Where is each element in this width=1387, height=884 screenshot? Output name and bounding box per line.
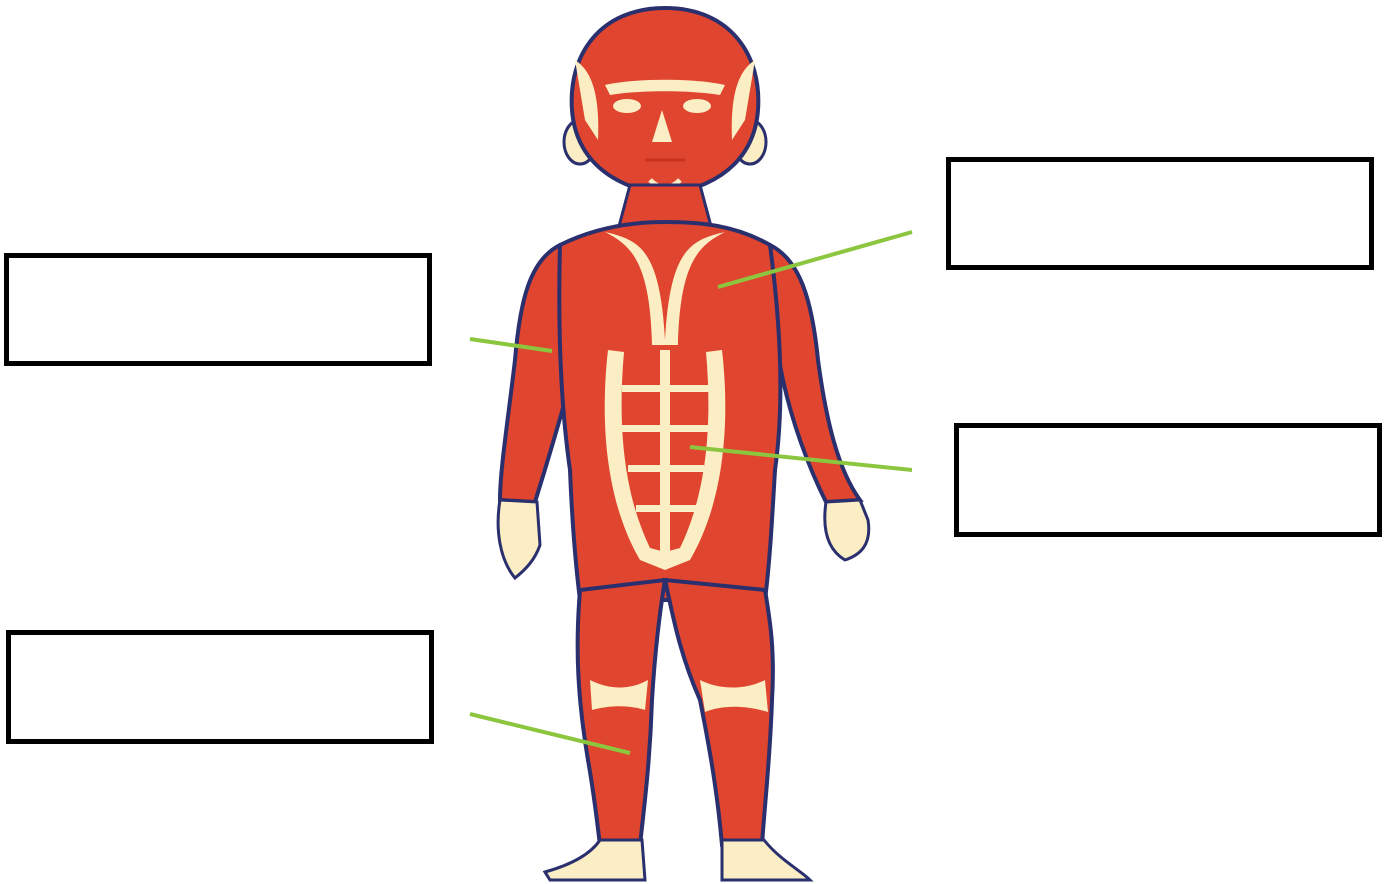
left-leg — [578, 580, 665, 845]
left-foot — [545, 840, 645, 880]
head — [572, 8, 759, 195]
label-box-leg[interactable] — [6, 630, 434, 744]
left-hand — [498, 500, 540, 578]
body-illustration — [498, 8, 869, 880]
label-box-arm[interactable] — [4, 253, 432, 366]
label-box-abdomen[interactable] — [954, 423, 1382, 537]
right-eye — [683, 99, 711, 113]
left-eye — [613, 99, 641, 113]
right-hand — [825, 500, 869, 560]
label-box-chest[interactable] — [946, 157, 1374, 270]
right-foot — [722, 840, 810, 880]
right-leg — [665, 580, 773, 845]
